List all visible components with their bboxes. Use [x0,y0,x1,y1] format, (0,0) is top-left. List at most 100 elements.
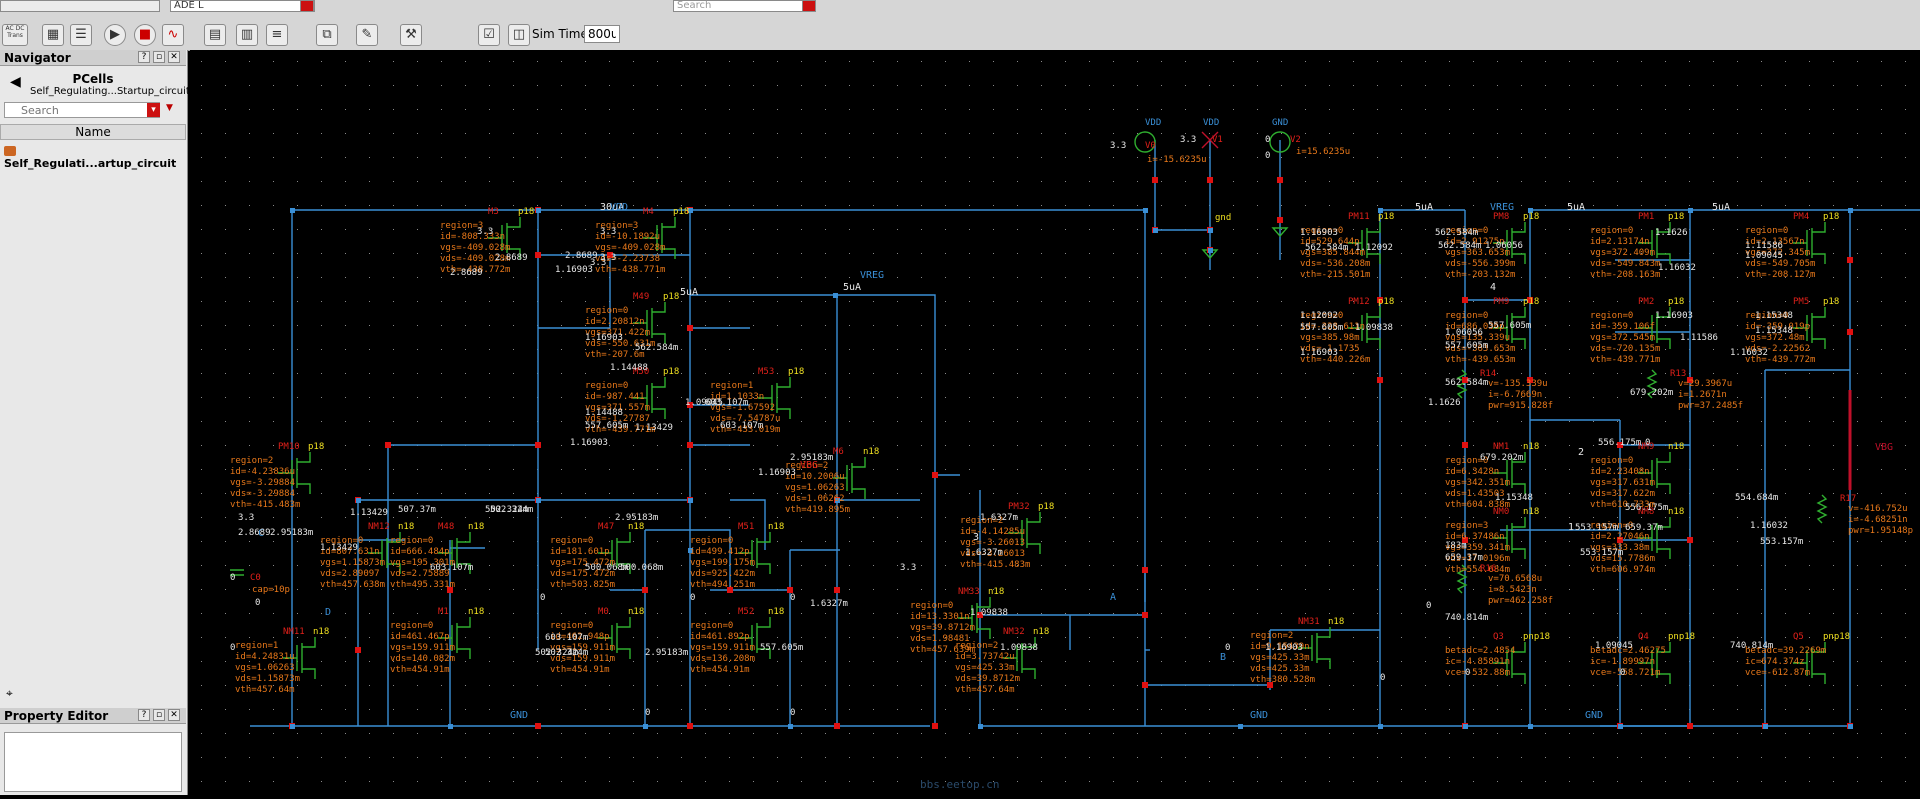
node-value: 502.324m [485,505,528,515]
simtime-input[interactable] [584,25,620,43]
simtime-icon[interactable]: ◫ [508,24,530,46]
device-param-pm12: region=0 [1300,311,1343,321]
device-m3[interactable] [488,217,521,259]
device-m47[interactable] [598,532,631,574]
device-param-nm33: id=13.3301n [910,612,970,622]
device-m51[interactable] [738,532,771,574]
device-pm32[interactable] [1008,512,1041,554]
device-pm8[interactable] [1493,222,1526,264]
node-value: 1.16903 [570,438,608,448]
device-nm9[interactable] [1638,452,1671,494]
device-param-m0: vgs=159.911m [550,643,615,653]
waveform-icon[interactable]: ∿ [162,24,184,46]
device-q3[interactable] [1493,642,1526,684]
acdc-trans-icon[interactable]: AC DC Trans [2,24,28,46]
device-param-pm32: vth=-415.483m [960,560,1030,570]
resistor-r17[interactable] [1816,494,1828,524]
navigator-search-input[interactable] [4,102,160,118]
device-param-m48: vds=2.75889 [390,569,450,579]
device-m49[interactable] [633,302,666,344]
toolbar-search-filter-icon[interactable] [802,0,816,12]
device-pm1[interactable] [1638,222,1671,264]
ade-dropdown-icon[interactable] [300,0,314,12]
navigator-panel-title: Navigator ? ▫ ✕ [0,50,186,66]
device-pm12[interactable] [1348,307,1381,349]
device-m0[interactable] [598,617,631,659]
back-arrow-icon[interactable]: ◀ [10,74,21,90]
settings-icon[interactable]: ☰ [70,24,92,46]
device-pm11[interactable] [1348,222,1381,264]
name-column-header[interactable]: Name [0,124,186,140]
device-pm5[interactable] [1793,307,1826,349]
tree-icon[interactable]: ⌖ [6,686,13,700]
navigator-item[interactable]: Self_Regulati...artup_circuit [4,144,187,170]
close-icon[interactable]: ✕ [168,709,180,721]
device-pm10[interactable] [278,452,311,494]
device-param-q5: ic=674.374z [1745,657,1805,667]
table-icon[interactable]: ▤ [204,24,226,46]
device-nm8[interactable] [1638,517,1671,559]
device-param-pm9: id=686.036p [1445,322,1505,332]
device-param-nm9: vds=317.622m [1590,489,1655,499]
device-q5[interactable] [1793,642,1826,684]
device-m53[interactable] [758,377,791,419]
help-icon[interactable]: ? [138,51,150,63]
run-icon[interactable]: ▶ [104,24,126,46]
device-param-nm8: vth=606.974m [1590,565,1655,575]
device-m50[interactable] [633,377,666,419]
device-m48[interactable] [438,532,471,574]
junction-dot [833,293,838,298]
filter-arrow-icon[interactable]: ▼ [166,103,173,113]
device-nm31[interactable] [1298,627,1331,669]
device-m52[interactable] [738,617,771,659]
float-icon[interactable]: ▫ [153,51,165,63]
resistor-r14[interactable] [1456,369,1468,399]
device-param-pm11: id=529.644p [1300,237,1360,247]
help-icon[interactable]: ? [138,709,150,721]
device-m4[interactable] [643,217,676,259]
device-m6[interactable] [833,457,866,499]
device-nm0[interactable] [1493,517,1526,559]
device-param-nm33: vds=1.98481 [910,634,970,644]
net-vreg: VREG [1490,202,1514,213]
device-pm9[interactable] [1493,307,1526,349]
variables-icon[interactable]: ⚒ [400,24,422,46]
transistor-nm32 [1003,637,1036,679]
device-param-nm8: vgs=333.38m [1590,543,1650,553]
device-param-pm1: vgs=372.409m [1590,248,1655,258]
device-nm11[interactable] [283,637,316,679]
netlist-icon[interactable]: ⧉ [316,24,338,46]
calculator-icon[interactable]: ▦ [42,24,64,46]
junction-dot [1208,228,1213,233]
device-param-m50: vgs=371.557m [585,403,650,413]
device-param-nm8: vds=15.7786m [1590,554,1655,564]
edit-icon[interactable]: ✎ [356,24,378,46]
device-param-m47: vds=175.472m [550,569,615,579]
device-nm32[interactable] [1003,637,1036,679]
toolbar-search-input[interactable]: Search [673,0,816,12]
device-nm1[interactable] [1493,452,1526,494]
device-q4[interactable] [1638,642,1671,684]
ade-selector[interactable]: ADE L [170,0,315,12]
close-icon[interactable]: ✕ [168,51,180,63]
filter-icon[interactable]: ▾ [147,103,160,117]
pin-marker [1267,682,1273,688]
grid-dots [190,50,1920,795]
node-value: 1.14488 [610,363,648,373]
device-param-nm1: vth=604.838m [1445,500,1510,510]
resistor-r16[interactable] [1456,564,1468,594]
list-icon[interactable]: ≡ [266,24,288,46]
device-nm12[interactable] [368,532,401,574]
node-value: 1.16903 [1300,348,1338,358]
grid-icon[interactable]: ▥ [236,24,258,46]
float-icon[interactable]: ▫ [153,709,165,721]
checkbox-icon[interactable]: ☑ [478,24,500,46]
device-pm4[interactable] [1793,222,1826,264]
stop-icon[interactable]: ■ [134,24,156,46]
device-param-nm33: vgs=39.8712m [910,623,975,633]
device-pm2[interactable] [1638,307,1671,349]
device-m1[interactable] [438,617,471,659]
resistor-r13[interactable] [1646,369,1658,399]
